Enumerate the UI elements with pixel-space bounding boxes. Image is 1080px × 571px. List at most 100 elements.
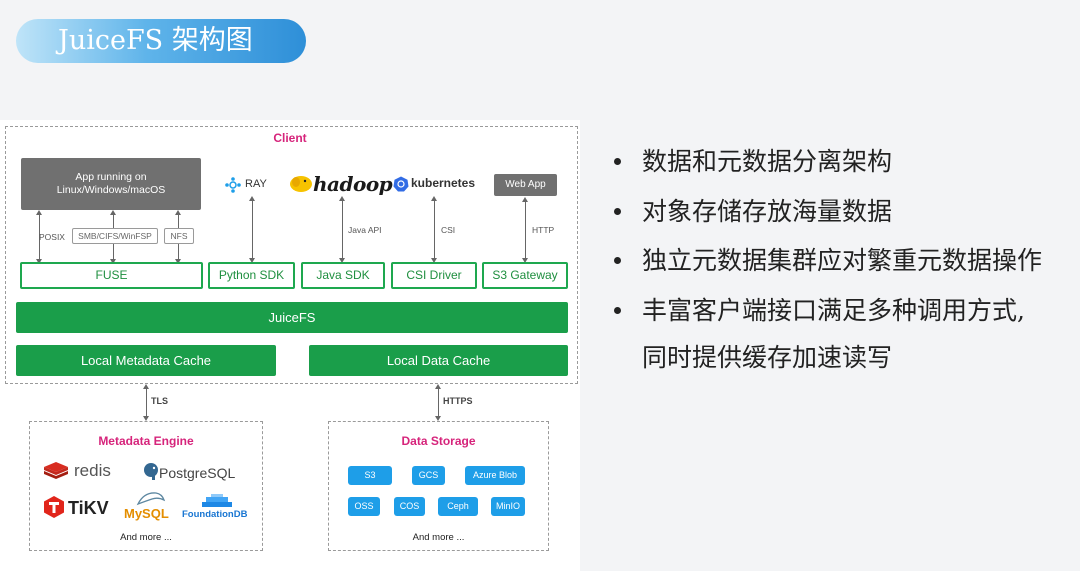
feature-item: 独立元数据集群应对繁重元数据操作: [612, 236, 1080, 286]
storage-chip-gcs: GCS: [412, 466, 445, 485]
feature-item: 对象存储存放海量数据: [612, 187, 1080, 237]
data-storage-section: [328, 421, 549, 551]
nfs-arrow-up: [175, 210, 181, 215]
bullet-dot: [614, 306, 621, 314]
nfs-line-top: [178, 215, 179, 228]
hadoop-text: hadoop: [313, 172, 393, 196]
http-arrow-down: [522, 258, 528, 263]
feature-text: 丰富客户端接口满足多种调用方式,: [642, 295, 1025, 325]
foundationdb-icon: [202, 494, 232, 507]
storage-chip-minio: MinIO: [491, 497, 525, 516]
posix-label: POSIX: [39, 232, 65, 242]
java-api-label: Java API: [348, 225, 382, 235]
elephant-icon: [144, 463, 158, 480]
csi-line: [434, 200, 435, 260]
metadata-more: And more ...: [120, 532, 172, 543]
csi-arrow-up: [431, 196, 437, 201]
ray-icon: [225, 177, 241, 193]
storage-chip-cos: COS: [394, 497, 425, 516]
fuse-box: FUSE: [20, 262, 203, 289]
tls-label: TLS: [151, 396, 168, 406]
ray-arrow-down: [249, 258, 255, 263]
posix-arrow-down: [36, 259, 42, 264]
postgresql-logo: PostgreSQL: [142, 462, 252, 484]
tikv-logo: TiKV: [43, 495, 113, 521]
feature-text: 数据和元数据分离架构: [642, 147, 893, 176]
s3-gateway-box: S3 Gateway: [482, 262, 568, 289]
bullet-dot: [614, 158, 621, 165]
smb-line-bottom: [113, 244, 114, 261]
kubernetes-logo: kubernetes: [393, 175, 483, 193]
http-arrow-up: [522, 197, 528, 202]
metadata-engine-section: [29, 421, 263, 551]
ray-arrow-up: [249, 196, 255, 201]
storage-chip-azure-blob: Azure Blob: [465, 466, 525, 485]
juicefs-bar: JuiceFS: [16, 302, 568, 333]
http-label: HTTP: [532, 225, 555, 235]
app-line-1: App running on: [75, 171, 147, 183]
storage-more: And more ...: [412, 532, 465, 543]
tls-arrow-up: [143, 384, 149, 389]
https-label: HTTPS: [443, 396, 473, 406]
data-storage-title: Data Storage: [401, 434, 476, 448]
redis-icon: [44, 462, 68, 479]
smb-arrow-down: [110, 259, 116, 264]
csi-label: CSI: [441, 225, 456, 235]
posix-line: [39, 215, 40, 261]
java-api-arrow-up: [339, 196, 345, 201]
https-arrow-up: [435, 384, 441, 389]
posix-arrow-up: [36, 210, 42, 215]
storage-chip-oss: OSS: [348, 497, 380, 516]
foundationdb-text: FoundationDB: [182, 509, 248, 520]
bullet-dot: [614, 207, 621, 215]
storage-chip-s3: S3: [348, 466, 392, 485]
feature-continuation: 同时提供缓存加速读写: [642, 343, 893, 372]
app-line-2: Linux/Windows/macOS: [56, 184, 166, 196]
tikv-text: TiKV: [68, 498, 109, 518]
kubernetes-icon: [393, 176, 409, 192]
tikv-icon: [44, 496, 64, 518]
csi-driver-box: CSI Driver: [391, 262, 477, 289]
local-metadata-cache-box: Local Metadata Cache: [16, 345, 276, 376]
mysql-logo: MySQL: [124, 490, 174, 522]
bullet-dot: [614, 257, 621, 264]
https-line: [438, 388, 439, 418]
redis-logo: redis: [43, 460, 123, 482]
ray-line: [252, 200, 253, 260]
ray-text: RAY: [245, 178, 267, 190]
python-sdk-box: Python SDK: [208, 262, 295, 289]
smb-arrow-up: [110, 210, 116, 215]
tls-line: [146, 388, 147, 418]
java-api-line: [342, 200, 343, 260]
client-title: Client: [273, 131, 307, 145]
client-section: [5, 126, 578, 384]
web-app-box: Web App: [494, 174, 557, 196]
feature-item: 丰富客户端接口满足多种调用方式,: [612, 286, 1080, 336]
postgresql-text: PostgreSQL: [159, 465, 236, 481]
mysql-text: MySQL: [124, 506, 169, 521]
tls-arrow-down: [143, 416, 149, 421]
dolphin-icon: [136, 492, 166, 506]
csi-arrow-down: [431, 258, 437, 263]
feature-list: 数据和元数据分离架构 对象存储存放海量数据 独立元数据集群应对繁重元数据操作 丰…: [612, 137, 1080, 335]
nfs-box: NFS: [164, 228, 194, 244]
java-sdk-box: Java SDK: [301, 262, 385, 289]
hadoop-logo: hadoop: [288, 169, 393, 197]
smb-line-top: [113, 215, 114, 228]
nfs-arrow-down: [175, 259, 181, 264]
ray-logo: RAY: [224, 176, 274, 194]
nfs-line-bottom: [178, 244, 179, 261]
architecture-diagram: Client App running on Linux/Windows/macO…: [0, 120, 580, 571]
feature-item: 数据和元数据分离架构: [612, 137, 1080, 187]
kubernetes-text: kubernetes: [411, 176, 476, 190]
smb-box: SMB/CIFS/WinFSP: [72, 228, 158, 244]
https-arrow-down: [435, 416, 441, 421]
feature-text: 对象存储存放海量数据: [642, 196, 893, 226]
elephant-icon: [290, 176, 312, 192]
metadata-engine-title: Metadata Engine: [98, 434, 194, 448]
redis-text: redis: [74, 461, 111, 480]
app-box: App running on Linux/Windows/macOS: [21, 158, 201, 210]
http-line: [525, 201, 526, 260]
java-api-arrow-down: [339, 258, 345, 263]
local-data-cache-box: Local Data Cache: [309, 345, 568, 376]
